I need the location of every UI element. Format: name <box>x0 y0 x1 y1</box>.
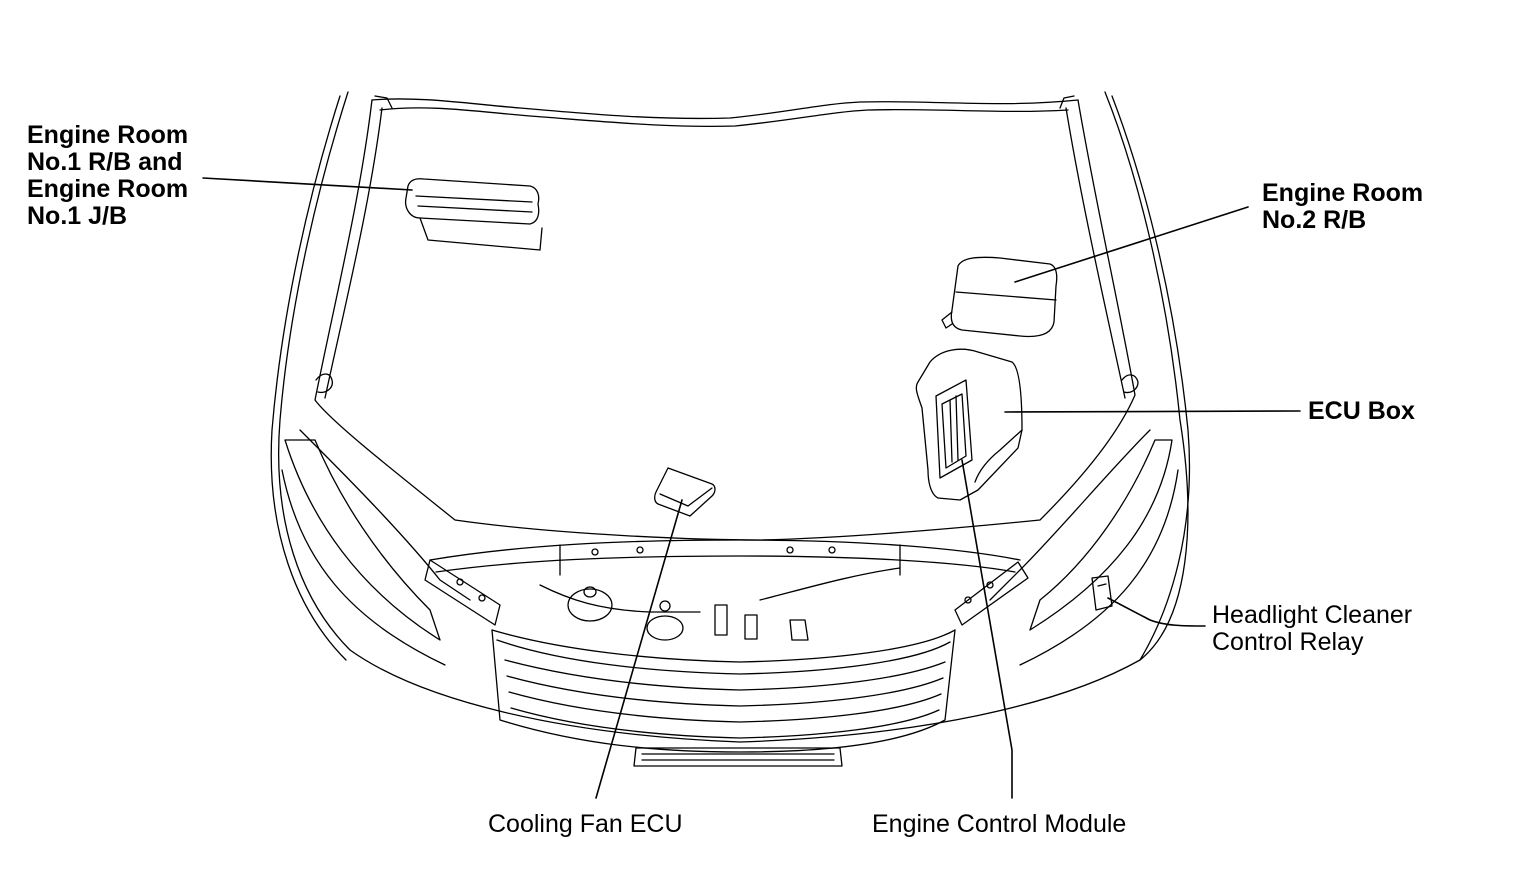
label-headlight-relay: Headlight Cleaner Control Relay <box>1212 602 1412 656</box>
label-line: Headlight Cleaner <box>1212 601 1413 629</box>
leader-engine-room-no1 <box>202 177 413 191</box>
label-line: Control Relay <box>1212 628 1364 656</box>
leader-engine-control-module <box>961 459 1013 799</box>
cooling-fan-ecu-part <box>654 467 716 517</box>
car-body-outline <box>270 91 1191 743</box>
label-line: Engine Room <box>1262 179 1424 207</box>
leader-cooling-fan-ecu <box>595 499 683 799</box>
label-engine-room-no1: Engine Room No.1 R/B and Engine Room No.… <box>27 122 188 230</box>
radiator-support <box>424 539 1029 641</box>
label-engine-room-no2: Engine Room No.2 R/B <box>1262 180 1423 234</box>
label-line: No.1 J/B <box>27 202 128 230</box>
engine-room-no1-box <box>404 178 543 251</box>
leader-headlight-relay <box>1107 597 1206 627</box>
ecu-box <box>915 348 1023 501</box>
label-line: No.1 R/B and <box>27 148 183 176</box>
label-line: Engine Room <box>27 175 189 203</box>
label-line: No.2 R/B <box>1262 206 1367 234</box>
label-line: Engine Room <box>27 121 189 149</box>
headlight-relay-part <box>1091 575 1113 611</box>
label-ecu-box: ECU Box <box>1308 397 1415 425</box>
leader-lines <box>202 177 1301 799</box>
label-cooling-fan-ecu: Cooling Fan ECU <box>488 810 683 838</box>
front-grille <box>491 629 956 767</box>
leader-engine-room-no2 <box>1014 206 1249 283</box>
engine-room-no2-box <box>941 256 1058 338</box>
leader-ecu-box <box>1004 410 1301 413</box>
label-engine-control-module: Engine Control Module <box>872 810 1127 838</box>
